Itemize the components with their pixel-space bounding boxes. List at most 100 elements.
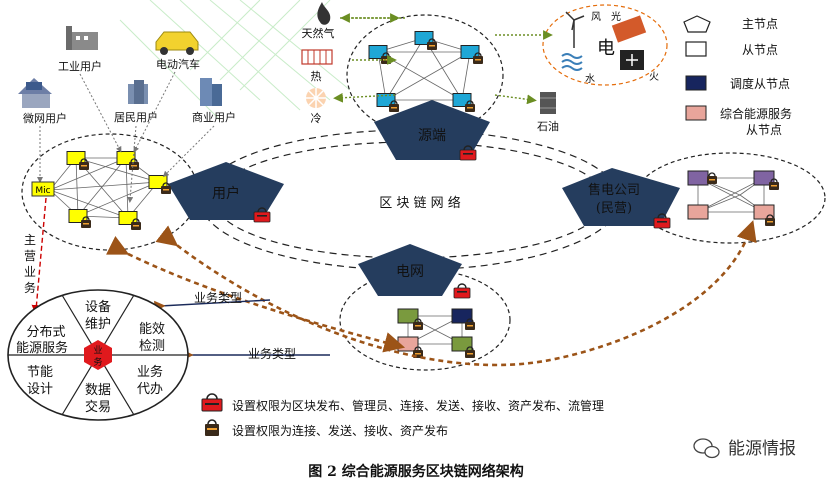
svg-text:务: 务 [24, 280, 36, 295]
svg-text:设置权限为连接、发送、接收、资产发布: 设置权限为连接、发送、接收、资产发布 [232, 423, 448, 438]
red-lock-icon [453, 283, 471, 299]
service-center-hexagon [84, 340, 112, 370]
svg-text:务: 务 [93, 356, 102, 368]
svg-text:数据: 数据 [85, 383, 111, 398]
svg-text:能源服务: 能源服务 [16, 340, 68, 356]
svg-text:售电公司: 售电公司 [588, 182, 640, 198]
black-lock-icon [205, 419, 219, 436]
svg-text:代办: 代办 [137, 382, 163, 397]
wind-turbine-icon [565, 11, 585, 48]
svg-text:调度从节点: 调度从节点 [730, 76, 790, 91]
red-lock-icon [459, 145, 477, 161]
mic-label: Mic [35, 186, 50, 196]
black-lock-icon [129, 158, 139, 170]
seller-service-node [687, 204, 709, 220]
industrial-user-label: 工业用户 [58, 59, 102, 73]
microgrid-user-label: 微网用户 [23, 111, 67, 125]
svg-text:源端: 源端 [418, 128, 446, 144]
solar-panel-icon [611, 15, 647, 43]
svg-text:设备: 设备 [85, 299, 111, 315]
grid-slave-node [451, 336, 473, 352]
radiator-icon [301, 49, 333, 65]
service-wheel: 业 务 设备 维护 能效 检测 分布式 能源服务 业务 代办 节能 设计 数据 … [7, 289, 189, 421]
svg-text:业: 业 [24, 265, 36, 279]
commercial-user-label: 商业用户 [192, 110, 236, 124]
wechat-icon [693, 438, 720, 459]
svg-text:业务: 业务 [137, 364, 163, 380]
svg-text:综合能源服务: 综合能源服务 [720, 106, 792, 121]
snowflake-icon [306, 88, 326, 108]
svg-text:火: 火 [649, 71, 659, 83]
black-lock-icon [765, 214, 775, 226]
svg-text:设计: 设计 [27, 382, 53, 397]
energy-source-icons: 天然气 热 冷 石油 风 光 [301, 2, 659, 133]
red-lock-icon [253, 207, 271, 223]
user-icons: 工业用户 电动汽车 微网用户 居民用户 商业用户 [18, 26, 236, 125]
svg-text:从节点: 从节点 [742, 43, 778, 57]
svg-text:能源情报: 能源情报 [728, 439, 796, 459]
svg-text:设置权限为区块发布、管理员、连接、发送、接收、资产发布、流管: 设置权限为区块发布、管理员、连接、发送、接收、资产发布、流管理 [232, 398, 604, 413]
black-lock-icon [427, 38, 437, 50]
pentagon-seller: 售电公司 (民营) [562, 168, 680, 226]
factory-icon [66, 26, 98, 50]
main-business-label: 主 营 业 务 [24, 233, 36, 295]
black-lock-icon [465, 318, 475, 330]
svg-text:业务类型: 业务类型 [248, 346, 296, 361]
black-lock-icon [131, 218, 141, 230]
svg-text:分布式: 分布式 [26, 325, 65, 340]
svg-text:维护: 维护 [85, 317, 111, 332]
red-lock-icon [201, 393, 223, 412]
black-lock-icon [465, 346, 475, 358]
black-lock-icon [473, 52, 483, 64]
svg-text:热: 热 [311, 70, 322, 83]
svg-text:电: 电 [597, 38, 615, 59]
permission-legend: 设置权限为区块发布、管理员、连接、发送、接收、资产发布、流管理 设置权限为连接、… [201, 393, 604, 438]
business-type-lines: 业务类型 业务类型 [154, 290, 330, 361]
legend-service-symbol [685, 105, 707, 121]
oil-barrel-icon [540, 92, 556, 114]
residential-user-label: 居民用户 [114, 110, 158, 124]
permission-locks [79, 38, 779, 358]
pentagon-source: 源端 [374, 100, 490, 160]
watermark: 能源情报 [693, 438, 796, 459]
power-plant-icon [620, 50, 644, 70]
residential-building-icon [128, 80, 148, 104]
grid-dispatch-node [451, 308, 473, 324]
black-lock-icon [707, 172, 717, 184]
blockchain-network-label: 区 块 链 网 络 [379, 195, 461, 211]
svg-text:营: 营 [24, 249, 36, 263]
main-business-arrow [31, 197, 47, 315]
svg-text:光: 光 [611, 10, 621, 23]
seller-slave-node [753, 170, 775, 186]
business-arrow-to-seller [155, 220, 757, 367]
pentagon-user: 用户 [168, 162, 284, 220]
svg-text:业: 业 [93, 345, 102, 356]
svg-text:用户: 用户 [212, 185, 240, 202]
black-lock-icon [465, 100, 475, 112]
black-lock-icon [81, 216, 91, 228]
seller-service-node [753, 204, 775, 220]
svg-text:风: 风 [591, 11, 601, 23]
background-decoration [119, 0, 351, 121]
svg-text:石油: 石油 [537, 119, 559, 133]
svg-text:电网: 电网 [396, 264, 424, 280]
user-icon-arrows [37, 71, 215, 203]
svg-text:能效: 能效 [139, 322, 165, 337]
legend-master-symbol [683, 15, 711, 33]
business-arrows [106, 220, 757, 367]
gas-flame-icon [317, 2, 331, 25]
svg-text:冷: 冷 [311, 112, 322, 125]
svg-text:交易: 交易 [85, 399, 111, 415]
business-arrow-to-grid [106, 236, 406, 353]
black-lock-icon [413, 318, 423, 330]
figure-caption: 图 2 综合能源服务区块链网络架构 [308, 463, 524, 480]
black-lock-icon [79, 158, 89, 170]
svg-text:业务类型: 业务类型 [194, 290, 242, 305]
electric-car-icon [155, 31, 199, 55]
seller-slave-node [687, 170, 709, 186]
black-lock-icon [769, 178, 779, 190]
water-wave-icon [561, 53, 583, 71]
black-lock-icon [161, 182, 171, 194]
microgrid-house-icon [18, 78, 52, 108]
